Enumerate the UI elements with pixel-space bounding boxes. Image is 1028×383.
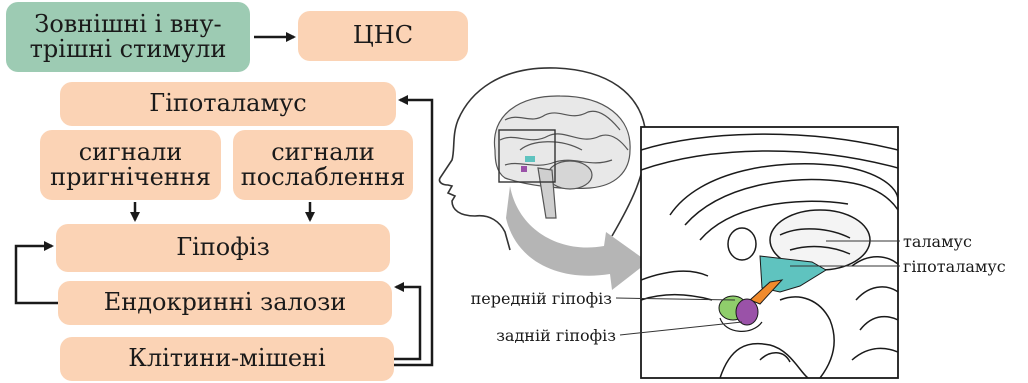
arrow-targets-to-endocrine bbox=[394, 287, 420, 359]
arrow-endocrine-to-pituitary bbox=[16, 246, 58, 303]
arrow-targets-to-hypothalamus bbox=[394, 100, 432, 365]
label-hypothalamus: гіпоталамус bbox=[903, 257, 1006, 276]
zoom-panel bbox=[641, 127, 898, 378]
brain-highlight-region bbox=[525, 156, 535, 162]
posterior-pituitary-region bbox=[736, 299, 758, 325]
label-anterior-pituitary: передній гіпофіз bbox=[471, 289, 612, 308]
label-thalamus: таламус bbox=[903, 232, 972, 251]
brain-illustration bbox=[494, 96, 630, 218]
label-posterior-pituitary: задній гіпофіз bbox=[496, 326, 616, 345]
brain-pituitary-region bbox=[521, 166, 527, 172]
zoom-arrow bbox=[506, 186, 648, 290]
